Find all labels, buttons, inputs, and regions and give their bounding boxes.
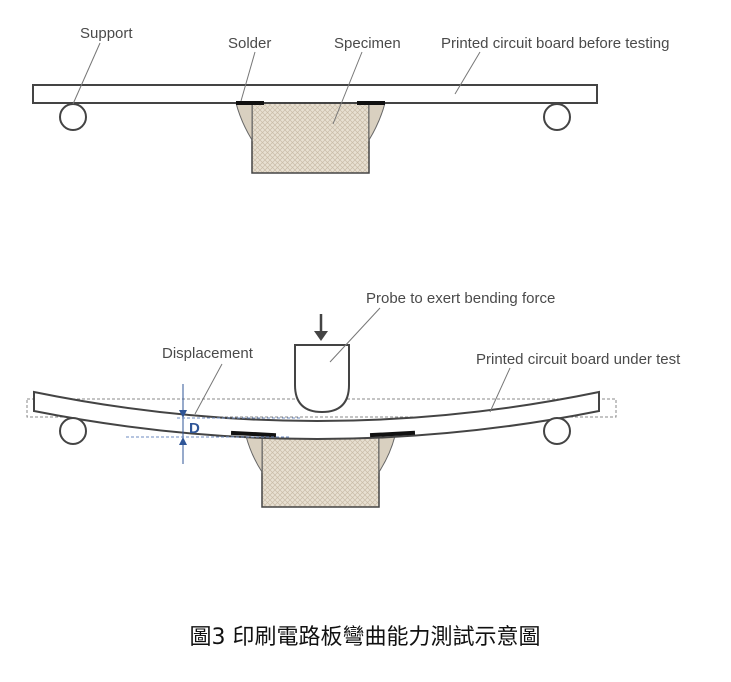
bottom-setup: D Probe to exert bending force Displacem… <box>26 290 681 508</box>
bottom-solder-fillet-right <box>378 435 396 474</box>
bottom-solder-fillet-left <box>245 435 263 474</box>
label-specimen: Specimen <box>334 35 401 52</box>
bottom-solder-pad-left <box>230 430 277 438</box>
leader-specimen <box>332 51 363 125</box>
top-specimen <box>251 102 370 174</box>
label-support: Support <box>80 25 133 42</box>
top-pcb-board <box>32 84 598 104</box>
bottom-support-right <box>543 417 571 445</box>
top-support-left <box>59 103 87 131</box>
figure-caption: 圖3 印刷電路板彎曲能力測試示意圖 <box>190 625 541 650</box>
leader-solder <box>240 51 256 102</box>
label-pcb-under: Printed circuit board under test <box>476 351 681 368</box>
top-solder-pad-right <box>357 101 385 105</box>
leader-support <box>72 42 101 105</box>
label-pcb-before: Printed circuit board before testing <box>441 35 669 52</box>
leader-displacement <box>194 363 223 415</box>
leader-pcb-under <box>489 367 511 413</box>
top-solder-pad-left <box>236 101 264 105</box>
top-support-right <box>543 103 571 131</box>
leader-probe <box>329 307 381 363</box>
label-probe: Probe to exert bending force <box>366 290 555 307</box>
bottom-solder-pad-right <box>369 430 416 438</box>
top-solder-fillet-left <box>235 102 253 142</box>
original-board-outline <box>26 398 617 418</box>
top-solder-fillet-right <box>368 102 386 142</box>
label-solder: Solder <box>228 35 271 52</box>
label-d: D <box>189 420 200 437</box>
bottom-specimen <box>261 436 380 508</box>
force-arrow-icon <box>314 314 328 341</box>
top-setup: Support Solder Specimen Printed circuit … <box>32 25 669 174</box>
displacement-dimension <box>126 384 300 464</box>
probe <box>294 344 350 414</box>
leader-pcb-before <box>454 51 481 95</box>
bottom-support-left <box>59 417 87 445</box>
label-displacement: Displacement <box>162 345 254 362</box>
